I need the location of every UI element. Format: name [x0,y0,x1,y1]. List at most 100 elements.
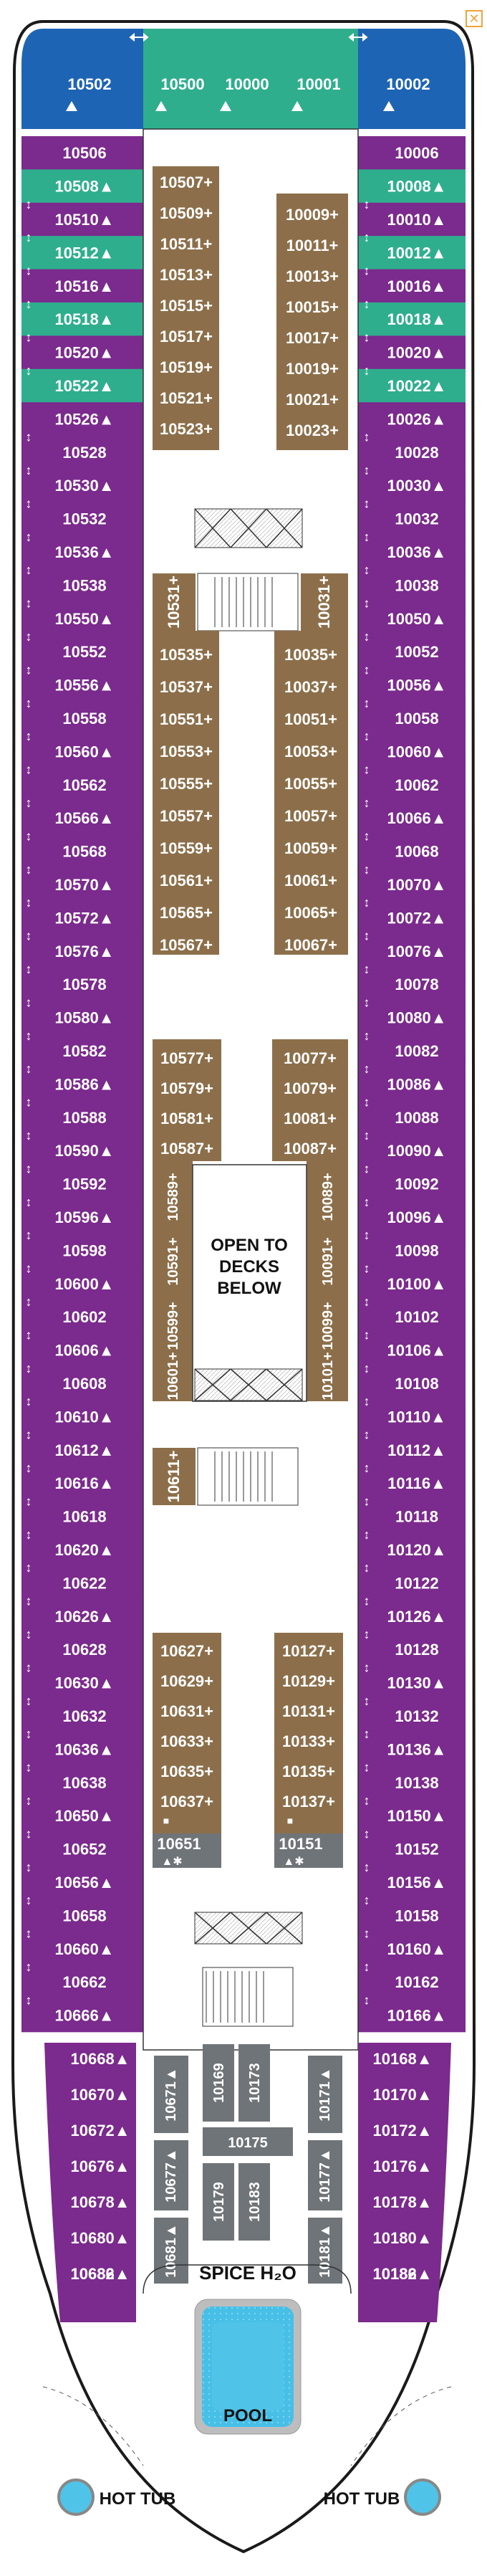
cabin-10506[interactable]: 10506 [62,144,106,162]
cabin-10561[interactable]: 10561+ [160,872,213,889]
cabin-10579[interactable]: 10579+ [160,1079,213,1097]
cabin-10626[interactable]: 10626▲ [55,1608,115,1626]
cabin-10138[interactable]: 10138 [395,1774,438,1792]
cabin-10620[interactable]: 10620▲ [55,1541,115,1559]
cabin-10618[interactable]: 10618 [62,1508,106,1526]
cabin-10166[interactable]: 10166▲ [387,2007,447,2025]
cabin-10522[interactable]: 10522▲ [55,377,115,395]
cabin-10557[interactable]: 10557+ [160,807,213,825]
cabin-10021[interactable]: 10021+ [286,391,339,409]
cabin-10662[interactable]: 10662 [62,1973,106,1991]
cabin-10018[interactable]: 10018▲ [387,310,447,328]
cabin-10587[interactable]: 10587+ [160,1140,213,1158]
cabin-10168[interactable]: 10168▲ [373,2050,433,2068]
cabin-10068[interactable]: 10068 [395,843,438,861]
cabin-10037[interactable]: 10037+ [284,678,337,696]
cabin-10656[interactable]: 10656▲ [55,1874,115,1892]
cabin-10023[interactable]: 10023+ [286,421,339,439]
cabin-10028[interactable]: 10028 [395,444,438,462]
cabin-10599[interactable]: 10599+ [165,1302,181,1350]
cabin-10072[interactable]: 10072▲ [387,909,447,927]
hot-tub-left-icon[interactable] [57,2479,95,2516]
cabin-10606[interactable]: 10606▲ [55,1342,115,1360]
cabin-10671[interactable]: 10671▲ [163,2067,179,2121]
cabin-10627[interactable]: 10627+ [160,1642,213,1660]
cabin-10016[interactable]: 10016▲ [387,277,447,295]
cabin-10566[interactable]: 10566▲ [55,809,115,827]
cabin-10577[interactable]: 10577+ [160,1049,213,1067]
cabin-10559[interactable]: 10559+ [160,839,213,857]
cabin-10106[interactable]: 10106▲ [387,1342,447,1360]
cabin-10050[interactable]: 10050▲ [387,610,447,628]
cabin-10537[interactable]: 10537+ [160,678,213,696]
cabin-10622[interactable]: 10622 [62,1574,106,1592]
cabin-10169[interactable]: 10169 [211,2063,227,2103]
cabin-10019[interactable]: 10019+ [286,360,339,378]
cabin-10591[interactable]: 10591+ [165,1237,181,1285]
cabin-10658[interactable]: 10658 [62,1907,106,1924]
cabin-10056[interactable]: 10056▲ [387,677,447,695]
cabin-10060[interactable]: 10060▲ [387,743,447,760]
cabin-10173[interactable]: 10173 [247,2063,263,2103]
cabin-10553[interactable]: 10553+ [160,743,213,760]
cabin-10581[interactable]: 10581+ [160,1110,213,1127]
cabin-10100[interactable]: 10100▲ [387,1275,447,1293]
cabin-10006[interactable]: 10006 [395,144,438,162]
cabin-10635[interactable]: 10635+ [160,1762,213,1780]
cabin-10681[interactable]: 10681▲ [163,2223,179,2277]
cabin-10531[interactable]: 10531+ [165,576,183,629]
cabin-10508[interactable]: 10508▲ [55,178,115,196]
cabin-10136[interactable]: 10136▲ [387,1740,447,1758]
cabin-10672[interactable]: 10672▲ [71,2122,130,2139]
cabin-10601[interactable]: 10601+ [165,1352,181,1400]
cabin-10576[interactable]: 10576▲ [55,943,115,960]
cabin-10638[interactable]: 10638 [62,1774,106,1792]
close-button[interactable]: ✕ [466,10,483,27]
cabin-10518[interactable]: 10518▲ [55,310,115,328]
cabin-10066[interactable]: 10066▲ [387,809,447,827]
cabin-10150[interactable]: 10150▲ [387,1807,447,1825]
cabin-10513[interactable]: 10513+ [160,266,213,284]
cabin-10132[interactable]: 10132 [395,1707,438,1725]
cabin-10652[interactable]: 10652 [62,1841,106,1859]
cabin-10090[interactable]: 10090▲ [387,1142,447,1160]
cabin-10186[interactable]: 10186▲ [373,2265,433,2283]
cabin-10636[interactable]: 10636▲ [55,1740,115,1758]
cabin-10670[interactable]: 10670▲ [71,2086,130,2104]
cabin-10528[interactable]: 10528 [62,444,106,462]
cabin-10057[interactable]: 10057+ [284,807,337,825]
cabin-10152[interactable]: 10152 [395,1841,438,1859]
cabin-10555[interactable]: 10555+ [160,775,213,793]
cabin-10666[interactable]: 10666▲ [55,2007,115,2025]
cabin-10128[interactable]: 10128 [395,1641,438,1659]
cabin-10122[interactable]: 10122 [395,1574,438,1592]
cabin-10126[interactable]: 10126▲ [387,1608,447,1626]
cabin-10178[interactable]: 10178▲ [373,2193,433,2211]
cabin-10015[interactable]: 10015+ [286,298,339,316]
cabin-10628[interactable]: 10628 [62,1641,106,1659]
cabin-10631[interactable]: 10631+ [160,1702,213,1720]
cabin-10012[interactable]: 10012▲ [387,244,447,262]
cabin-10509[interactable]: 10509+ [160,204,213,222]
cabin-10686[interactable]: 10686▲ [71,2265,130,2283]
cabin-10170[interactable]: 10170▲ [373,2086,433,2104]
cabin-10116[interactable]: 10116▲ [387,1474,446,1492]
cabin-10500[interactable]: 10500 [160,75,204,93]
cabin-10086[interactable]: 10086▲ [387,1075,447,1093]
cabin-10135[interactable]: 10135+ [282,1762,335,1780]
cabin-10551[interactable]: 10551+ [160,710,213,728]
cabin-10682[interactable]: 10682▲ [71,2265,130,2283]
cabin-10000[interactable]: 10000 [225,75,269,93]
cabin-10650[interactable]: 10650▲ [55,1807,115,1825]
cabin-10162[interactable]: 10162 [395,1973,438,1991]
cabin-10108[interactable]: 10108 [395,1375,438,1393]
cabin-10087[interactable]: 10087+ [284,1140,337,1158]
cabin-10158[interactable]: 10158 [395,1907,438,1924]
cabin-10172[interactable]: 10172▲ [373,2122,433,2139]
cabin-10010[interactable]: 10010▲ [387,211,447,229]
cabin-10067[interactable]: 10067+ [284,936,337,954]
cabin-10588[interactable]: 10588 [62,1109,106,1127]
cabin-10177[interactable]: 10177▲ [317,2148,333,2202]
cabin-10020[interactable]: 10020▲ [387,344,447,362]
cabin-10516[interactable]: 10516▲ [55,277,115,295]
